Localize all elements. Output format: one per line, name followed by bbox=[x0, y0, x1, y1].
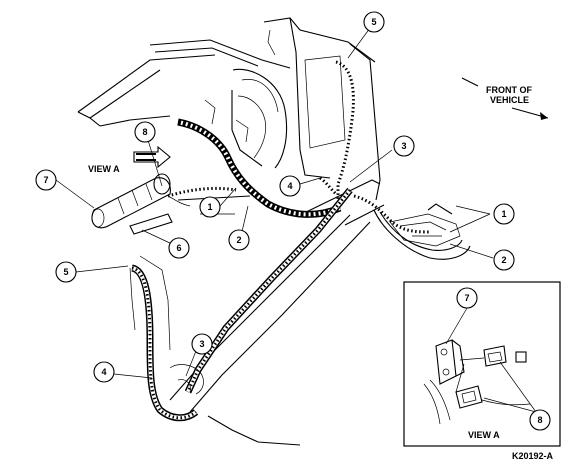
callout-3-top: 3 bbox=[393, 135, 415, 157]
view-a-pointer: VIEW A bbox=[88, 145, 171, 174]
inset-title: VIEW A bbox=[468, 430, 500, 440]
wiring-harness bbox=[130, 60, 431, 422]
callout-5-left: 5 bbox=[55, 261, 77, 283]
view-a-inset: 7 8 VIEW A bbox=[403, 281, 561, 447]
callout-4-bottom: 4 bbox=[93, 361, 115, 383]
front-of-vehicle-annotation: FRONT OF VEHICLE bbox=[461, 77, 549, 120]
figure-code: K20192-A bbox=[512, 451, 554, 461]
callout-2-left: 2 bbox=[228, 229, 250, 251]
callout-1-left: 1 bbox=[199, 196, 221, 218]
callout-3-bottom: 3 bbox=[191, 333, 213, 355]
callout-label: 8 bbox=[142, 127, 147, 137]
callout-8-main: 8 bbox=[134, 121, 156, 143]
callout-label: 7 bbox=[464, 293, 469, 303]
module-assembly bbox=[91, 173, 237, 235]
callout-8-inset: 8 bbox=[529, 409, 551, 431]
callout-label: 1 bbox=[501, 209, 506, 219]
view-a-pointer-label: VIEW A bbox=[88, 164, 120, 174]
front-label-line1: FRONT OF bbox=[486, 85, 532, 95]
callout-7-main: 7 bbox=[35, 169, 57, 191]
front-label-line2: VEHICLE bbox=[490, 95, 529, 105]
callout-1-right: 1 bbox=[493, 203, 515, 225]
callout-7-inset: 7 bbox=[456, 287, 478, 309]
callout-label: 5 bbox=[371, 17, 376, 27]
callout-label: 8 bbox=[537, 415, 542, 425]
leader-lines bbox=[55, 27, 494, 379]
callout-5-top: 5 bbox=[363, 11, 385, 33]
callout-label: 6 bbox=[176, 243, 181, 253]
callout-label: 4 bbox=[101, 367, 106, 377]
callout-label: 4 bbox=[287, 181, 292, 191]
callout-label: 1 bbox=[207, 202, 212, 212]
callout-label: 3 bbox=[199, 339, 204, 349]
vehicle-body-outline bbox=[77, 17, 471, 446]
callout-label: 5 bbox=[63, 267, 68, 277]
callout-label: 2 bbox=[236, 235, 241, 245]
callout-label: 3 bbox=[401, 141, 406, 151]
callout-label: 7 bbox=[43, 175, 48, 185]
callout-label: 2 bbox=[501, 255, 506, 265]
callout-2-right: 2 bbox=[493, 249, 515, 271]
callout-4-top: 4 bbox=[279, 175, 301, 197]
callout-6: 6 bbox=[168, 237, 190, 259]
